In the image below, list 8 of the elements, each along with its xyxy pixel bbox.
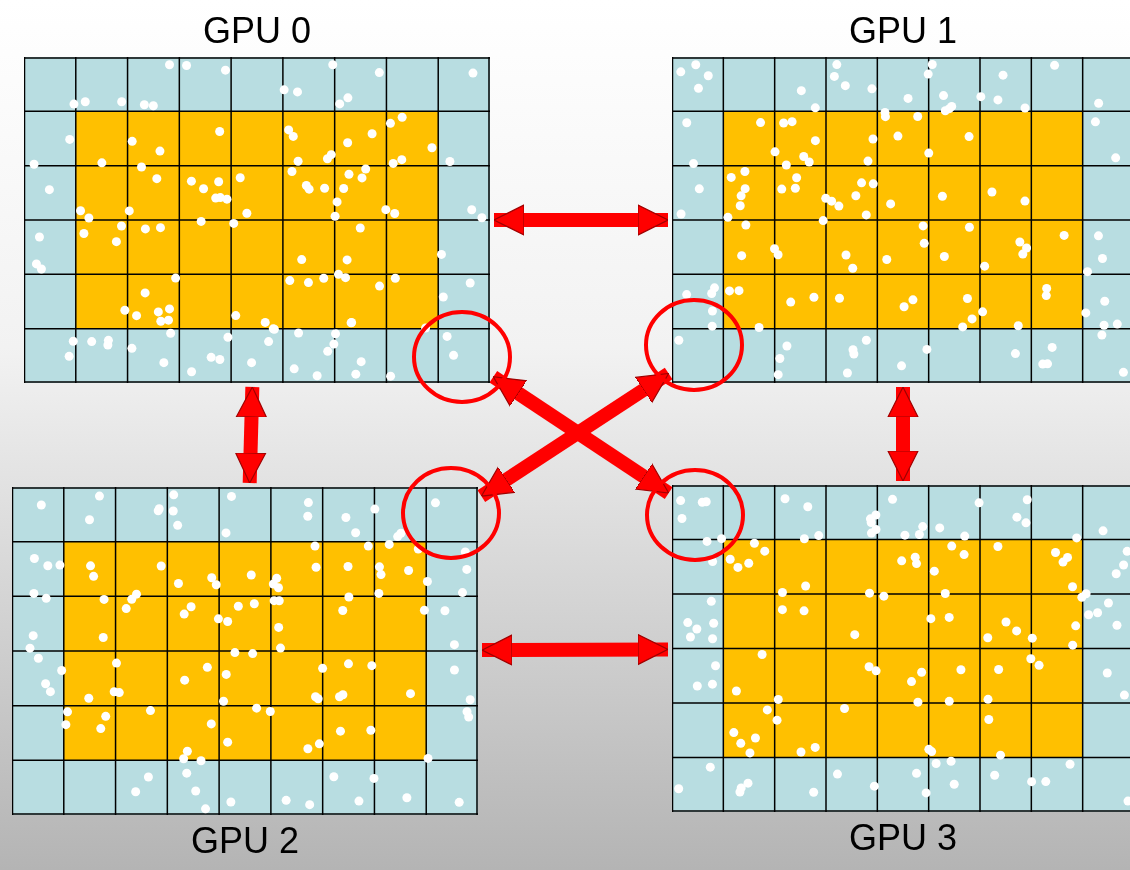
double-arrow xyxy=(493,204,669,236)
double-arrow xyxy=(887,386,919,482)
double-arrow xyxy=(481,633,669,666)
gpu-label: GPU 0 xyxy=(202,11,311,51)
double-arrow xyxy=(234,386,268,484)
gpu-label: GPU 1 xyxy=(848,11,957,51)
gpu-label: GPU 2 xyxy=(190,821,299,861)
gpu-label: GPU 3 xyxy=(848,818,957,858)
